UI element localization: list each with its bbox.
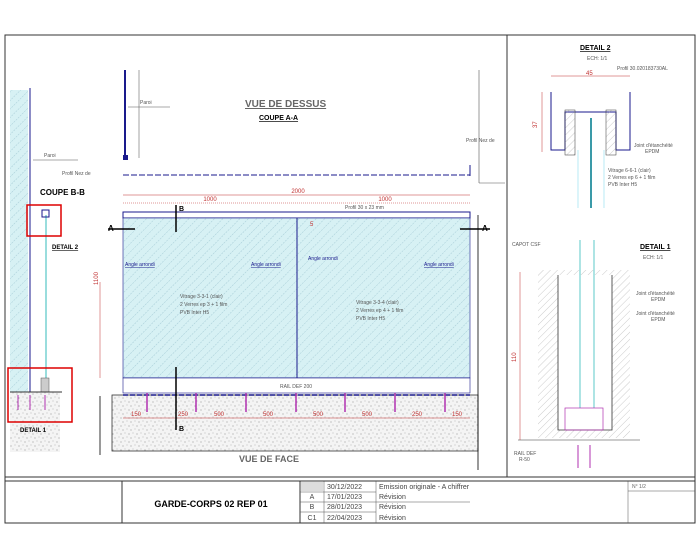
detail2-width-dim: 45 bbox=[586, 71, 593, 77]
corner-label: Angle arrondi bbox=[251, 262, 281, 268]
detail1-gasket-label: Joint d'étanchéité bbox=[636, 291, 675, 297]
right-dim: 1000 bbox=[378, 197, 392, 203]
revision-row: 30/12/2022 Emission originale - A chiffr… bbox=[327, 484, 470, 491]
revision-index: A bbox=[310, 494, 315, 501]
wall-label-bb: Paroi bbox=[44, 153, 56, 159]
detail2-title: DETAIL 2 bbox=[580, 45, 611, 52]
detail1-scale: ECH: 1/1 bbox=[643, 255, 664, 261]
section-bb-title: COUPE B-B bbox=[40, 188, 85, 197]
handrail-profile bbox=[41, 209, 50, 218]
overall-dim: 2000 bbox=[291, 189, 305, 195]
revision-description: Emission originale - A chiffrer bbox=[379, 484, 470, 491]
detail1-rail-label: R-50 bbox=[519, 457, 530, 463]
sheet-border bbox=[4, 34, 696, 524]
setting-block bbox=[564, 407, 604, 431]
detail2-glass-label: PVB Inter H5 bbox=[608, 182, 637, 188]
revision-date: 30/12/2022 bbox=[327, 484, 362, 491]
left-dim: 1000 bbox=[203, 197, 217, 203]
detail1-height-dim: 110 bbox=[512, 352, 518, 362]
nosing-label-left: Profil Nez de bbox=[62, 171, 91, 177]
anchor-dim: 500 bbox=[313, 412, 324, 418]
gasket bbox=[564, 109, 576, 156]
glass-spec-right: PVB Inter H5 bbox=[356, 316, 385, 322]
drawing-title: GARDE-CORPS 02 REP 01 bbox=[154, 499, 267, 509]
wall-hatch bbox=[10, 90, 28, 400]
detail2-callout[interactable] bbox=[26, 204, 62, 237]
detail2-height-dim: 37 bbox=[533, 121, 539, 128]
revision-description: Révision bbox=[379, 515, 406, 522]
revision-description: Révision bbox=[379, 504, 406, 511]
detail1-rail-label: RAIL DEF bbox=[514, 451, 536, 457]
detail1-gasket-label: EPDM bbox=[651, 297, 665, 303]
handrail bbox=[122, 211, 471, 219]
revision-row: C1 22/04/2023 Révision bbox=[308, 515, 406, 522]
handrail-profile bbox=[550, 92, 631, 151]
section-marker-a-right: A bbox=[482, 224, 488, 233]
index-cell-shaded bbox=[301, 482, 323, 491]
anchor-dim: 250 bbox=[178, 412, 189, 418]
detail-1: DETAIL 1 ECH: 1/1 CAPOT CSF 110 Joint d'… bbox=[512, 240, 675, 468]
section-marker-b-bottom: B bbox=[179, 426, 184, 433]
top-view-title: VUE DE DESSUS bbox=[245, 99, 326, 110]
detail2-profile-label: Profil 30.020183730AL bbox=[617, 66, 668, 72]
nosing-label-right: Profil Nez de bbox=[466, 138, 495, 144]
detail1-gasket-label: EPDM bbox=[651, 317, 665, 323]
revision-date: 17/01/2023 bbox=[327, 494, 362, 501]
shoe-channel bbox=[557, 275, 613, 431]
glass-spec-right: 2 Verres ep 4 + 1 film bbox=[356, 308, 403, 314]
detail2-glass-label: 2 Verres ep 6 + 1 film bbox=[608, 175, 655, 181]
sheet-number: N° 1/2 bbox=[632, 484, 646, 490]
top-view: Paroi Profil Nez de VUE DE DESSUS COUPE … bbox=[123, 70, 505, 184]
anchor-dim: 500 bbox=[214, 412, 225, 418]
front-view: 2000 1000 1000 Profil 30 x 23 mm RAIL DE… bbox=[94, 189, 490, 470]
section-bb: Paroi COUPE B-B DETAIL 2 DETAIL 1 Profil… bbox=[7, 88, 91, 452]
anchor-dim: 150 bbox=[452, 412, 463, 418]
revision-description: Révision bbox=[379, 494, 406, 501]
anchor-dim: 500 bbox=[362, 412, 373, 418]
concrete-slab bbox=[111, 394, 479, 452]
revision-date: 22/04/2023 bbox=[327, 515, 362, 522]
detail1-ref: DETAIL 1 bbox=[20, 428, 47, 434]
revision-date: 28/01/2023 bbox=[327, 504, 362, 511]
detail2-scale: ECH: 1/1 bbox=[587, 56, 608, 62]
corner-label: Angle arrondi bbox=[424, 262, 454, 268]
gap-dim: 5 bbox=[310, 222, 314, 228]
detail1-callout[interactable] bbox=[7, 367, 73, 423]
front-view-title: VUE DE FACE bbox=[239, 454, 299, 464]
detail2-glass-label: Vitrage 6-6-1 (clair) bbox=[608, 168, 651, 174]
post-end bbox=[123, 155, 128, 160]
corner-label: Angle arrondi bbox=[125, 262, 155, 268]
anchor-dim: 250 bbox=[412, 412, 423, 418]
detail2-gasket-label: EPDM bbox=[645, 149, 659, 155]
detail1-cap-label: CAPOT CSF bbox=[512, 242, 541, 248]
rail-label: RAIL DEF 200 bbox=[280, 384, 312, 390]
top-view-subtitle: COUPE A-A bbox=[259, 115, 298, 122]
gasket bbox=[605, 109, 617, 156]
anchor-dim: 150 bbox=[131, 412, 142, 418]
wall-label-top: Paroi bbox=[140, 100, 152, 106]
title-block: GARDE-CORPS 02 REP 01 N° 1/2 30/12/2022 … bbox=[5, 480, 695, 523]
revision-row: A 17/01/2023 Révision bbox=[310, 494, 406, 501]
anchor-dim: 500 bbox=[263, 412, 274, 418]
revision-index: C1 bbox=[308, 515, 317, 522]
detail1-gasket-label: Joint d'étanchéité bbox=[636, 311, 675, 317]
detail2-ref: DETAIL 2 bbox=[52, 245, 79, 251]
anchor-bolts bbox=[146, 393, 446, 412]
glass-spec-left: 2 Verres ep 3 + 1 film bbox=[180, 302, 227, 308]
revision-index: B bbox=[310, 504, 315, 511]
detail1-title: DETAIL 1 bbox=[640, 244, 671, 251]
section-marker-a-left: A bbox=[108, 224, 114, 233]
base-shoe bbox=[40, 377, 50, 393]
handrail-label: Profil 30 x 23 mm bbox=[345, 205, 384, 211]
revision-row: B 28/01/2023 Révision bbox=[310, 504, 406, 511]
glass-spec-left: Vitrage 3-3-1 (clair) bbox=[180, 294, 223, 300]
glass-spec-right: Vitrage 3-3-4 (clair) bbox=[356, 300, 399, 306]
corner-label: Angle arrondi bbox=[308, 256, 338, 262]
height-dim: 1100 bbox=[94, 271, 100, 285]
section-marker-b-top: B bbox=[179, 206, 184, 213]
detail2-gasket-label: Joint d'étanchéité bbox=[634, 143, 673, 149]
glass-spec-left: PVB Inter H5 bbox=[180, 310, 209, 316]
detail-2: DETAIL 2 ECH: 1/1 Profil 30.020183730AL … bbox=[533, 45, 673, 208]
